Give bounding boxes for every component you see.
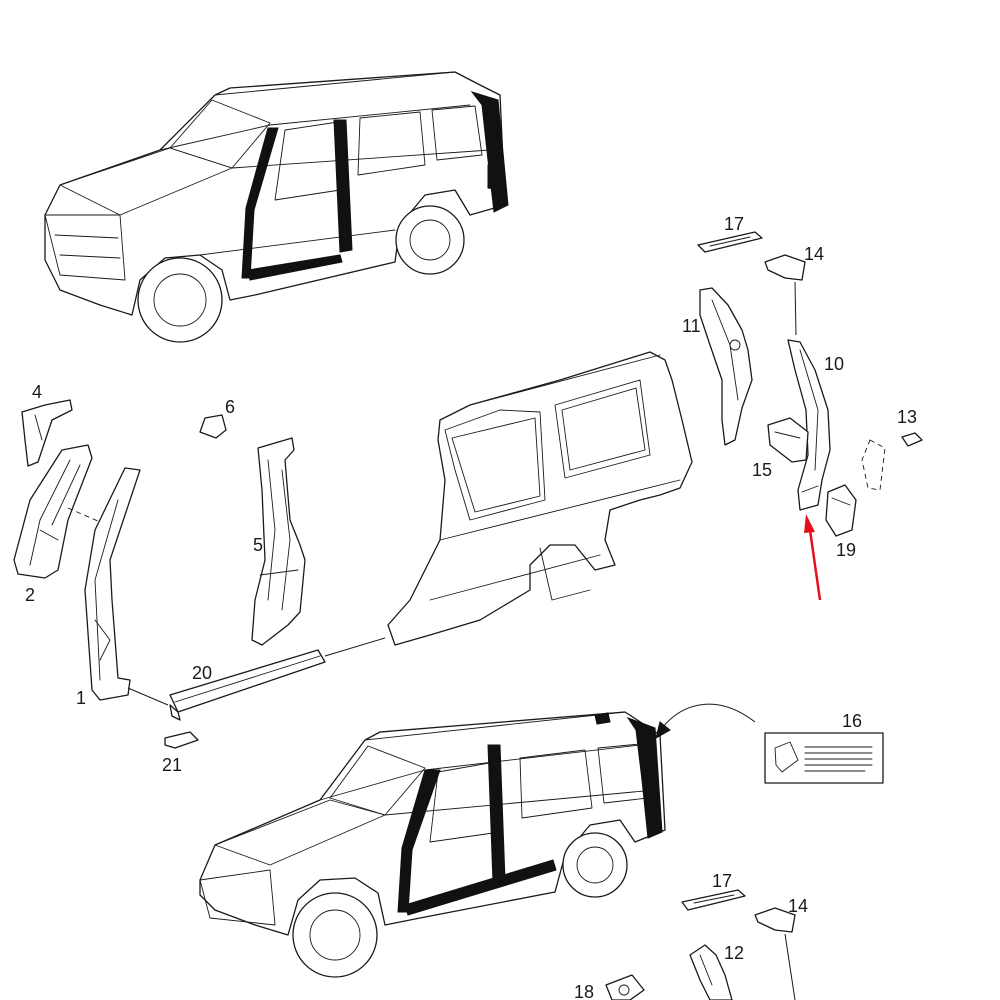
callout-20: 20 xyxy=(192,663,212,683)
callout-2: 2 xyxy=(25,585,35,605)
callout-13: 13 xyxy=(897,407,917,427)
part-4 xyxy=(21,399,73,467)
callout-21: 21 xyxy=(162,755,182,775)
part-18 xyxy=(605,974,645,1000)
part-20 xyxy=(169,649,326,721)
callouts: 1 2 4 5 6 10 11 12 13 14 14 15 16 17 17 … xyxy=(25,214,917,1000)
callout-4: 4 xyxy=(32,382,42,402)
leader-2-1 xyxy=(67,507,101,523)
part-10 xyxy=(787,339,831,511)
callout-5: 5 xyxy=(253,535,263,555)
leader-20-body xyxy=(324,637,386,657)
reference-arrow xyxy=(655,703,756,740)
callout-14-bottom: 14 xyxy=(788,896,808,916)
callout-17-top: 17 xyxy=(724,214,744,234)
callout-14-top: 14 xyxy=(804,244,824,264)
part-16-label xyxy=(764,732,884,784)
part-14-bottom xyxy=(754,907,796,933)
callout-17-bottom: 17 xyxy=(712,871,732,891)
part-19 xyxy=(825,484,857,537)
top-vehicle xyxy=(44,71,509,343)
part-1 xyxy=(84,467,141,701)
callout-18: 18 xyxy=(574,982,594,1000)
indicator-arrow xyxy=(804,514,822,601)
leader-14-bottom xyxy=(784,933,796,1000)
callout-19: 19 xyxy=(836,540,856,560)
callout-16: 16 xyxy=(842,711,862,731)
part-13 xyxy=(861,432,923,491)
part-21 xyxy=(164,731,199,749)
callout-11: 11 xyxy=(682,316,701,336)
callout-10: 10 xyxy=(824,354,844,374)
part-5 xyxy=(251,437,306,646)
part-14-top xyxy=(764,254,806,281)
callout-12: 12 xyxy=(724,943,744,963)
part-11 xyxy=(699,287,753,446)
leader-14-10 xyxy=(794,281,797,336)
bottom-vehicle xyxy=(199,711,666,978)
callout-15: 15 xyxy=(752,460,772,480)
callout-1: 1 xyxy=(76,688,86,708)
part-6 xyxy=(199,414,227,439)
body-side-panel xyxy=(387,351,693,646)
part-12 xyxy=(689,944,733,1000)
leader-1-20 xyxy=(127,687,169,706)
part-17-bottom xyxy=(681,889,746,911)
part-15 xyxy=(767,417,809,463)
callout-6: 6 xyxy=(225,397,235,417)
part-17-top xyxy=(697,231,763,253)
part-2 xyxy=(13,444,93,579)
